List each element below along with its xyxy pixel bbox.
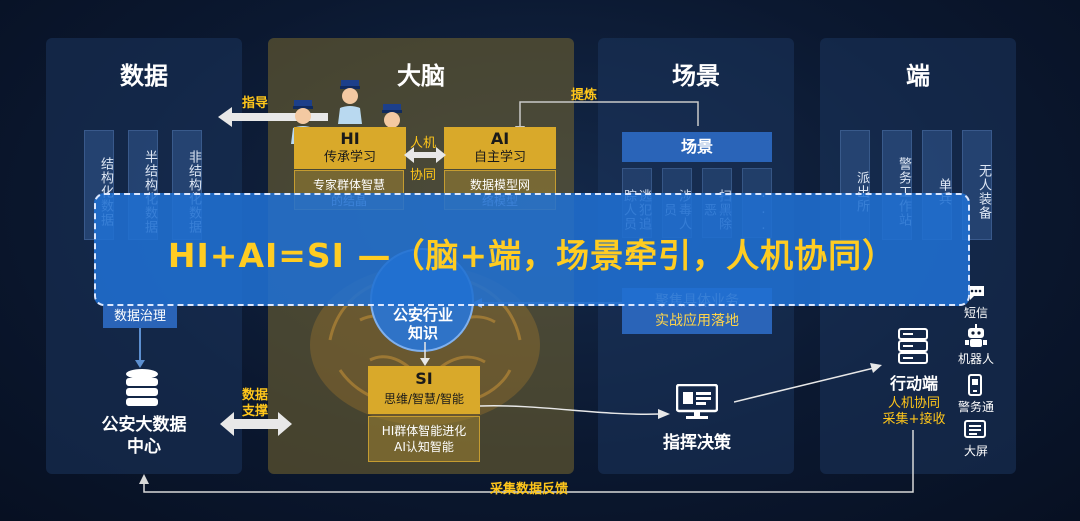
scene-panel-title: 场景 — [672, 62, 720, 90]
sms-icon — [968, 286, 984, 300]
si-box-body: HI群体智能进化 AI认知智能 — [368, 416, 480, 462]
data-governance-label: 数据治理 — [103, 306, 177, 328]
collaboration-arrow — [404, 147, 446, 163]
terminal-panel-title: 端 — [906, 62, 930, 90]
mobile-title: 行动端 — [889, 374, 938, 393]
si-box-head: SI 思维/智慧/智能 — [368, 366, 480, 414]
si-line2: AI认知智能 — [394, 440, 454, 454]
mobile-sub1: 人机协同 — [887, 396, 940, 411]
data-center-label: 公安大数据中心 — [101, 415, 187, 457]
ai-title: AI — [490, 129, 510, 148]
formula-text: HI+AI=SI —（脑+端，场景牵引，人机协同） — [167, 236, 897, 275]
ai-subtitle: 自主学习 — [473, 150, 526, 165]
data-panel-title: 数据 — [120, 62, 168, 90]
device-big-screen: 大屏 — [963, 444, 988, 458]
hi-title: HI — [340, 129, 360, 148]
feedback-label: 采集数据反馈 — [490, 482, 569, 497]
hi-subtitle: 传承学习 — [323, 150, 376, 165]
phone-icon — [968, 374, 982, 396]
server-icon — [898, 328, 928, 364]
robot-icon — [965, 324, 987, 347]
knowledge-label: 公安行业知识 — [392, 306, 453, 342]
si-subtitle: 思维/智慧/智能 — [383, 392, 465, 406]
si-line1: HI群体智能进化 — [381, 424, 467, 438]
device-robot: 机器人 — [957, 352, 994, 366]
guide-arrow — [218, 107, 328, 127]
brain-panel-title: 大脑 — [397, 62, 445, 90]
formula-banner: HI+AI=SI —（脑+端，场景牵引，人机协同） — [94, 193, 970, 306]
data-support-label-top: 数据 — [242, 388, 269, 403]
data-support-arrow — [220, 412, 292, 436]
data-support-label-bottom: 支撑 — [242, 404, 269, 419]
governance-arrow — [135, 328, 145, 368]
device-sms: 短信 — [963, 306, 988, 320]
hi-box-head: HI 传承学习 — [294, 127, 406, 169]
si-to-command-arrow — [480, 405, 670, 419]
police-officer-icon — [338, 80, 362, 124]
database-icon — [126, 369, 158, 406]
collaboration-label-bottom: 协同 — [410, 168, 437, 183]
command-label: 指挥决策 — [663, 433, 731, 453]
ai-box-head: AI 自主学习 — [444, 127, 556, 169]
refine-label: 提炼 — [571, 88, 598, 103]
guide-label: 指导 — [242, 96, 269, 111]
feedback-loop-arrow — [139, 430, 914, 493]
command-to-mobile-arrow — [734, 363, 882, 403]
device-police-phone: 警务通 — [957, 400, 994, 414]
screen-icon — [964, 420, 986, 438]
mobile-sub2: 采集+接收 — [882, 412, 946, 427]
knowledge-to-si-arrow — [420, 342, 430, 366]
command-monitor-icon — [676, 384, 718, 419]
si-title: SI — [415, 369, 433, 388]
scene-landing: 实战应用落地 — [655, 313, 739, 329]
scene-header: 场景 — [622, 132, 772, 162]
collaboration-label-top: 人机 — [410, 136, 437, 151]
